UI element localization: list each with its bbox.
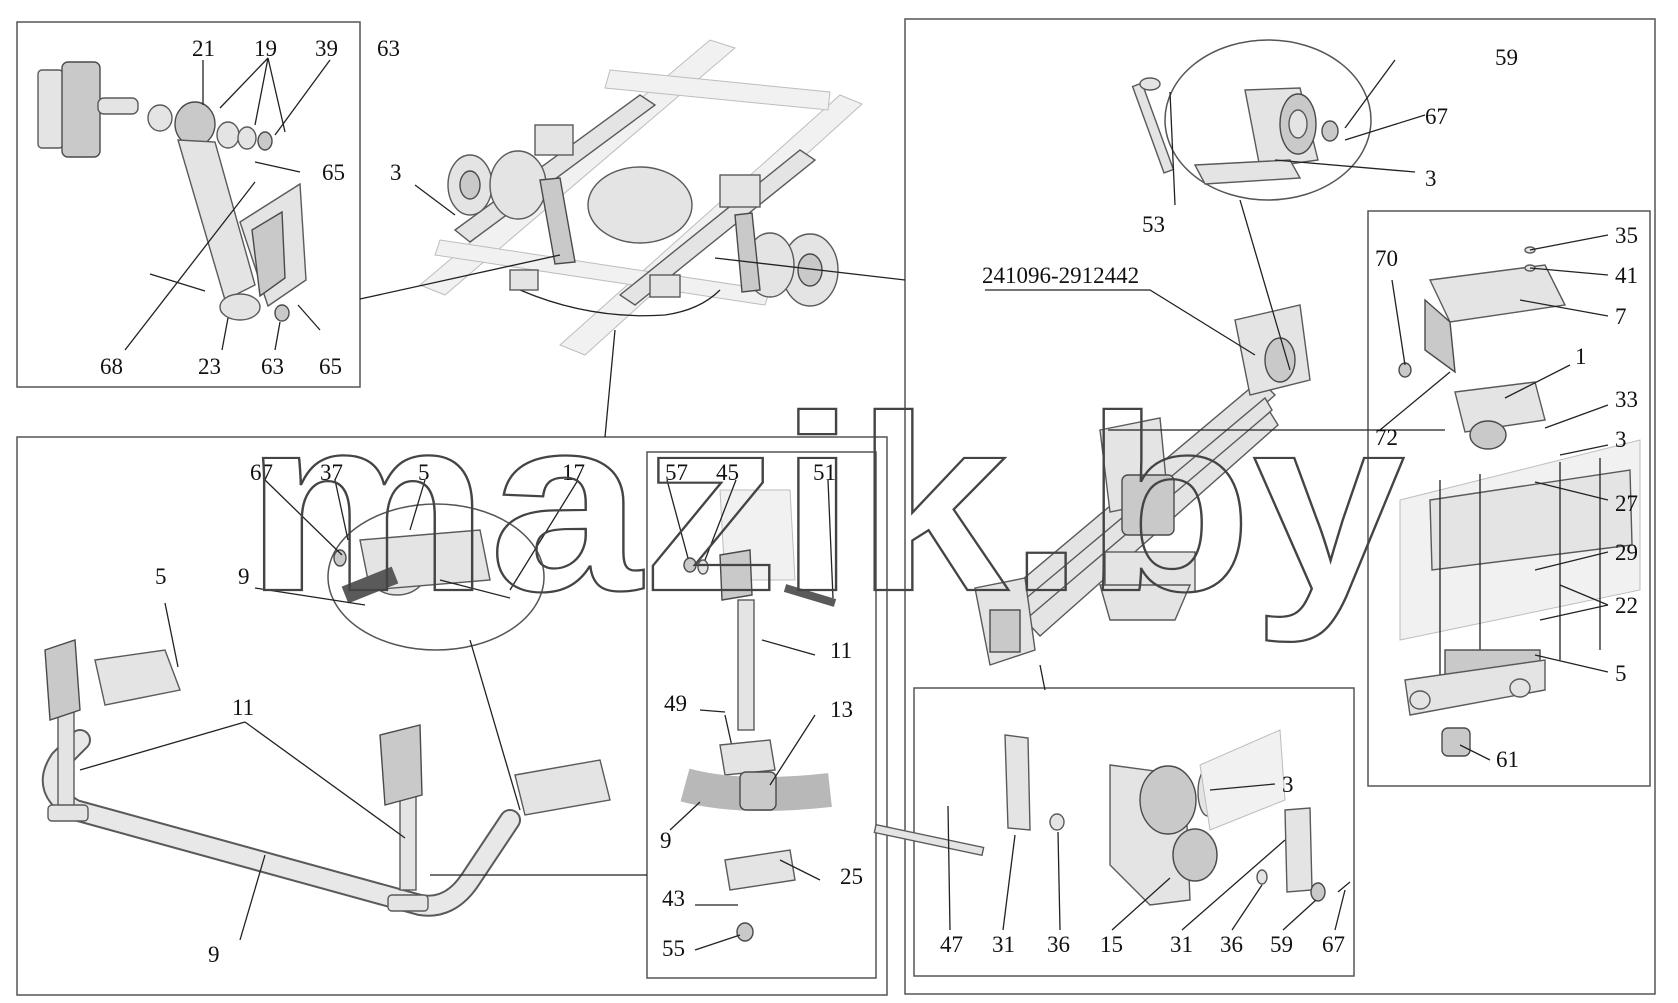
label-shackle-36-right: 36 — [1220, 932, 1243, 957]
leader-overview-3 — [414, 184, 456, 216]
label-stab-11: 11 — [232, 695, 254, 720]
spring-detail-frame — [1367, 210, 1651, 787]
label-shackle-15: 15 — [1100, 932, 1123, 957]
spring-detail-drawing — [1398, 246, 1641, 757]
label-spring-22: 22 — [1615, 593, 1638, 618]
label-stab-17: 17 — [562, 460, 585, 485]
label-shackle-47: 47 — [940, 932, 963, 957]
spring-detail-leaders — [1379, 234, 1609, 761]
leader-overview-spring — [714, 257, 906, 281]
label-shock-39: 39 — [315, 36, 338, 61]
stabilizer-callout — [327, 503, 545, 651]
label-spring-assembly-number: 241096-2912442 — [982, 263, 1139, 288]
label-spring-70: 70 — [1375, 246, 1398, 271]
label-shock-68: 68 — [100, 354, 123, 379]
label-stab-37: 37 — [320, 460, 343, 485]
leader-overview-shock — [359, 254, 561, 300]
label-link-55: 55 — [662, 936, 685, 961]
label-link-13: 13 — [830, 697, 853, 722]
label-spring-1: 1 — [1575, 344, 1587, 369]
label-spring-53: 53 — [1142, 212, 1165, 237]
label-spring-3-top: 3 — [1425, 166, 1437, 191]
label-shock-63: 63 — [261, 354, 284, 379]
stabilizer-frame — [16, 436, 888, 996]
spring-eye-drawing — [1131, 77, 1339, 185]
stabilizer-drawing — [41, 529, 611, 917]
label-shackle-31-right: 31 — [1170, 932, 1193, 957]
label-spring-72: 72 — [1375, 425, 1398, 450]
label-link-25: 25 — [840, 864, 863, 889]
label-overview-3: 3 — [390, 160, 402, 185]
label-spring-35: 35 — [1615, 223, 1638, 248]
label-spring-33: 33 — [1615, 387, 1638, 412]
shock-absorber-leaders — [124, 57, 331, 351]
label-link-49: 49 — [664, 691, 687, 716]
spring-eye-callout — [1164, 39, 1372, 201]
stabilizer-leaders — [79, 479, 647, 941]
label-link-45: 45 — [716, 460, 739, 485]
label-stab-5: 5 — [155, 564, 167, 589]
shackle-frame — [913, 687, 1355, 977]
label-shackle-59: 59 — [1270, 932, 1293, 957]
label-link-43: 43 — [662, 886, 685, 911]
label-shock-65: 65 — [319, 354, 342, 379]
label-stab-9-top: 9 — [238, 564, 250, 589]
label-spring-41: 41 — [1615, 263, 1638, 288]
leaf-spring-drawing — [974, 304, 1311, 666]
label-spring-59: 59 — [1495, 45, 1518, 70]
label-shackle-36: 36 — [1047, 932, 1070, 957]
label-shackle-67: 67 — [1322, 932, 1345, 957]
label-stab-5-top: 5 — [418, 460, 430, 485]
label-shackle-31: 31 — [992, 932, 1015, 957]
watermark-text: mazik.by — [245, 364, 1405, 643]
label-link-51: 51 — [813, 460, 836, 485]
label-shock-63-top: 63 — [377, 36, 400, 61]
label-shock-21: 21 — [192, 36, 215, 61]
label-spring-7: 7 — [1615, 304, 1627, 329]
leader-overview-stabilizer — [604, 329, 616, 438]
label-shock-65-top: 65 — [322, 160, 345, 185]
label-link-57: 57 — [665, 460, 688, 485]
link-leaders — [666, 479, 834, 951]
label-shock-23: 23 — [198, 354, 221, 379]
shock-absorber-drawing — [37, 61, 307, 322]
link-detail-drawing — [680, 489, 837, 942]
spring-frame — [904, 18, 1656, 995]
label-spring-3: 3 — [1615, 427, 1627, 452]
label-spring-5: 5 — [1615, 661, 1627, 686]
label-link-9: 9 — [660, 828, 672, 853]
label-spring-27: 27 — [1615, 491, 1638, 516]
label-stab-67: 67 — [250, 460, 273, 485]
chassis-overview-drawing — [419, 39, 863, 356]
shock-absorber-frame — [16, 21, 361, 388]
label-shock-19: 19 — [254, 36, 277, 61]
label-shackle-3: 3 — [1282, 772, 1294, 797]
label-spring-29: 29 — [1615, 540, 1638, 565]
link-detail-frame — [646, 451, 877, 979]
shackle-leaders — [947, 783, 1346, 931]
label-stab-9: 9 — [208, 942, 220, 967]
label-spring-67: 67 — [1425, 104, 1448, 129]
spring-leaders — [985, 59, 1445, 691]
label-link-11: 11 — [830, 638, 852, 663]
shackle-drawing — [873, 729, 1351, 906]
label-spring-61: 61 — [1496, 747, 1519, 772]
